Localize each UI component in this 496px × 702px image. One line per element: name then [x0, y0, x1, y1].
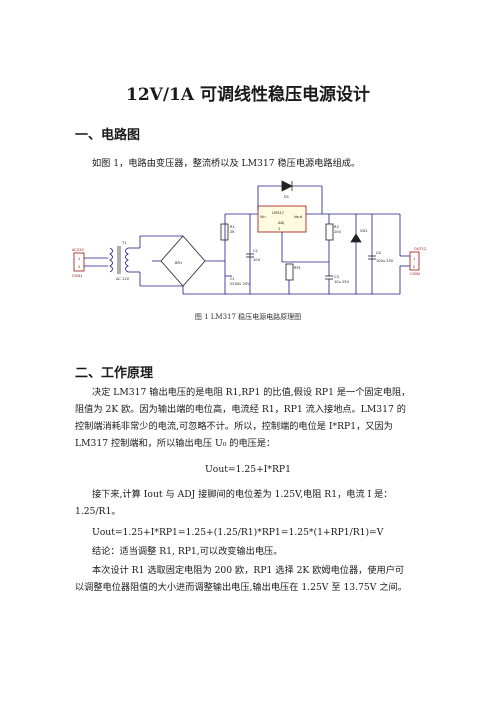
zener-vd1	[350, 233, 362, 243]
diode-d1	[281, 180, 293, 192]
transformer-label: T1	[121, 241, 126, 245]
resistor-r2	[325, 223, 334, 241]
principle-para2-line2: 1.25/R1。	[75, 506, 121, 517]
regulator-ic	[257, 205, 307, 233]
rp1-label: RP1	[294, 266, 301, 270]
circuit-schematic: AC220 1 2 CON1 OUT12 1 2 CON2 T1 AC 12V …	[72, 180, 426, 295]
d1-label: D1	[284, 195, 289, 199]
ic-vin-label: Vin	[260, 215, 266, 219]
output-connector-name: CON2	[410, 272, 420, 276]
vd1-label: VD1	[360, 229, 368, 233]
ic-pin-label: 1	[278, 227, 280, 231]
output-connector	[409, 251, 420, 271]
ic-name: LM317	[272, 211, 284, 215]
circuit-intro-text: 如图 1，电路由变压器，整流桥以及 LM317 稳压电源电路组成。	[92, 158, 361, 169]
input-connector	[73, 252, 85, 272]
transformer-secondary	[125, 247, 129, 273]
potentiometer-rp1	[285, 263, 294, 281]
input-pin-2: 2	[78, 265, 80, 269]
c2-value: 104	[253, 258, 261, 262]
output-pin-2: 2	[413, 265, 415, 269]
figure-caption: 图 1 LM317 稳压电源电路原理图	[194, 313, 302, 321]
bridge-rectifier	[160, 235, 206, 287]
ic-vout-label: Vout	[294, 215, 303, 219]
principle-para1-line3: 控制端消耗非常少的电流,可忽略不计。所以，控制端的电位是 I*RP1，又因为	[75, 421, 393, 432]
principle-conclusion: 结论：适当调整 R1, RP1,可以改变输出电压。	[92, 546, 283, 557]
output-pin-1: 1	[413, 257, 415, 261]
page-title: 12V/1A 可调线性稳压电源设计	[126, 85, 370, 105]
input-connector-name: CON1	[72, 274, 82, 278]
output-connector-label: OUT12	[414, 247, 426, 251]
section-heading-circuit: 一、电路图	[75, 128, 141, 143]
principle-para2-line1: 接下来,计算 Iout 与 ADJ 接脚间的电位差为 1.25V,电阻 R1，电…	[92, 489, 393, 500]
section-heading-principle: 二、工作原理	[75, 366, 154, 381]
principle-para1-line4: LM317 控制端和，所以输出电压 U₀ 的电压是：	[75, 438, 276, 449]
c2-label: C2	[253, 249, 258, 253]
c4-value: 100u 25V	[376, 259, 394, 263]
c3-value: 10u 25V	[334, 280, 350, 284]
r1-value: 2K	[230, 230, 235, 234]
principle-para1-line1: 决定 LM317 输出电压的是电阻 R1,RP1 的比值,假设 RP1 是一个固…	[92, 387, 411, 398]
resistor-r1	[220, 223, 229, 241]
c3-label: C3	[334, 275, 339, 279]
formula-uout-1: Uout=1.25+I*RP1	[205, 464, 291, 475]
input-pin-1: 1	[78, 257, 80, 261]
r1-label: R1	[230, 225, 235, 229]
r2-label: R2	[334, 225, 339, 229]
transformer-primary	[109, 247, 113, 273]
principle-para4-line2: 以调整电位器阻值的大小进而调整输出电压,输出电压在 1.25V 至 13.75V…	[75, 582, 407, 593]
transformer-output-label: AC 12V	[116, 277, 130, 281]
principle-para4-line1: 本次设计 R1 选取固定电阻为 200 欧，RP1 选择 2K 欧姆电位器，使用…	[92, 565, 405, 576]
ic-adj-label: ADJ	[278, 221, 284, 225]
bridge-label: BR1	[175, 261, 182, 265]
c1-label: C1	[230, 277, 235, 281]
input-connector-label: AC220	[72, 248, 84, 252]
r2-value: 200	[334, 230, 342, 234]
principle-para1-line2: 阻值为 2K 欧。因为输出端的电位高，电流经 R1，RP1 流入接地点。LM31…	[75, 404, 406, 415]
formula-uout-2: Uout=1.25+I*RP1=1.25+(1.25/R1)*RP1=1.25*…	[92, 527, 384, 538]
c4-label: C4	[376, 251, 382, 255]
c1-value: 2200u 25V	[230, 282, 250, 286]
